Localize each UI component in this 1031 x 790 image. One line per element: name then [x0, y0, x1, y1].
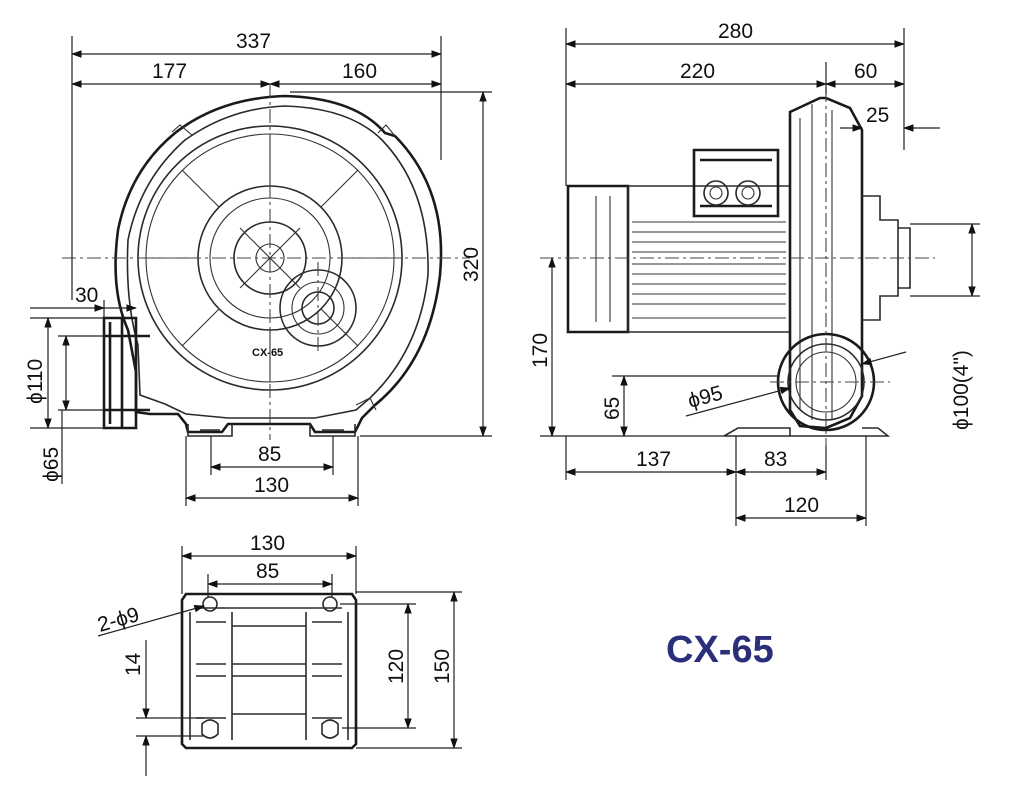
dim-side-65: 65 [601, 397, 624, 420]
front-housing-inner [126, 105, 429, 419]
dim-front-177: 177 [152, 60, 187, 83]
dim-front-337: 337 [236, 30, 271, 53]
dim-base-85: 85 [256, 560, 279, 583]
dim-front-phi110: ϕ110 [24, 359, 47, 404]
front-dimensions: 337 177 160 320 30 ϕ110 ϕ65 85 130 [24, 30, 492, 506]
dim-front-30: 30 [75, 284, 98, 307]
front-outlet [102, 316, 150, 430]
dim-side-120: 120 [784, 494, 819, 517]
base-slot-2 [321, 719, 339, 739]
model-title: CX-65 [666, 629, 774, 671]
side-gland-1 [703, 180, 729, 206]
dim-side-60: 60 [854, 60, 877, 83]
dim-side-137: 137 [636, 448, 671, 471]
dim-side-phi100: ϕ100(4") [950, 350, 973, 430]
base-hole-1 [202, 596, 218, 612]
side-base [723, 427, 891, 437]
dim-base-14: 14 [122, 652, 145, 676]
side-housing-lines [799, 104, 833, 420]
dim-front-phi65: ϕ65 [40, 447, 63, 482]
dim-side-25: 25 [866, 104, 889, 127]
side-terminal-box [692, 148, 780, 218]
base-slot-1 [201, 719, 219, 739]
side-dimensions: 280 220 60 25 ϕ100(4") 170 65 ϕ95 137 8 [529, 20, 980, 526]
dim-side-220: 220 [680, 60, 715, 83]
dim-base-120: 120 [385, 649, 408, 684]
dim-base-2phi9: 2-ϕ9 [95, 603, 142, 637]
dim-side-170: 170 [529, 333, 552, 368]
side-view [540, 88, 935, 446]
base-plate [180, 592, 358, 750]
side-motor-fins [595, 196, 786, 322]
dim-base-130: 130 [250, 532, 285, 555]
side-motor-housing [627, 185, 791, 333]
dim-base-150: 150 [431, 649, 454, 684]
dim-front-160: 160 [342, 60, 377, 83]
dim-front-320: 320 [460, 247, 483, 282]
dim-side-phi95: ϕ95 [685, 382, 725, 413]
front-housing-outline [114, 94, 443, 434]
dim-side-280: 280 [718, 20, 753, 43]
side-gland-2-inner [741, 186, 755, 200]
base-dimensions: 130 85 2-ϕ9 14 120 150 [95, 532, 462, 776]
base-view [180, 592, 358, 750]
base-ribs [189, 607, 349, 740]
dim-front-85: 85 [258, 443, 281, 466]
dim-side-83: 83 [764, 448, 787, 471]
side-motor-body [566, 184, 630, 334]
front-feet [187, 424, 356, 437]
side-gland-2 [735, 180, 761, 206]
front-lugs [171, 124, 396, 411]
front-view: CX-65 [62, 84, 470, 440]
dim-front-130: 130 [254, 474, 289, 497]
side-gland-1-inner [709, 186, 723, 200]
front-unit-label: CX-65 [252, 347, 283, 359]
base-hole-2 [322, 596, 338, 612]
